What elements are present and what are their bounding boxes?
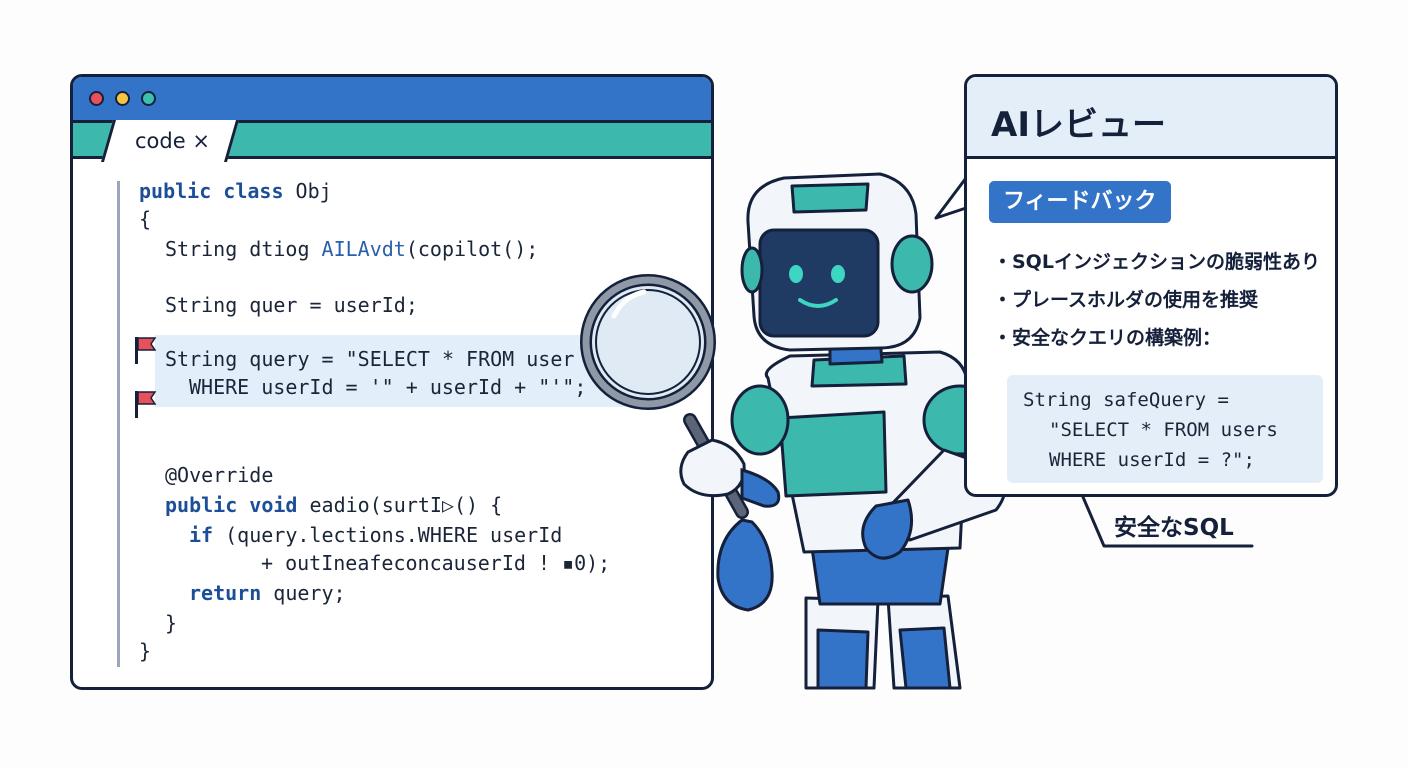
callout-line bbox=[1072, 474, 1254, 548]
feedback-badge: フィードバック bbox=[989, 181, 1171, 223]
code-line: return query; bbox=[189, 581, 346, 605]
safe-sql-callout: 安全なSQL bbox=[1114, 515, 1234, 541]
code-line: public void eadio(surtI▷() { bbox=[165, 493, 503, 517]
vulnerable-line-highlight bbox=[155, 335, 629, 407]
safe-code-line: WHERE userId = ?"; bbox=[1049, 449, 1255, 471]
close-dot-icon[interactable] bbox=[89, 91, 104, 106]
gutter-line bbox=[117, 181, 120, 667]
review-title: AIレビュー bbox=[991, 105, 1166, 145]
robot-left-arm bbox=[716, 518, 774, 612]
tab-label[interactable]: code × bbox=[135, 129, 210, 153]
safe-code-line: String safeQuery = bbox=[1023, 389, 1229, 411]
code-line: } bbox=[139, 639, 152, 663]
tab-bar bbox=[73, 120, 711, 162]
review-header: AIレビュー bbox=[967, 77, 1335, 159]
feedback-item: ・SQLインジェクションの脆弱性あり bbox=[993, 251, 1320, 273]
code-line: @Override bbox=[165, 463, 274, 487]
code-line-vulnerable: WHERE userId = '" + userId + "'"; bbox=[189, 375, 587, 399]
ai-review-panel: AIレビュー フィードバック ・SQLインジェクションの脆弱性あり ・プレースホ… bbox=[964, 74, 1338, 497]
code-line-vulnerable: String query = "SELECT * FROM user bbox=[165, 347, 575, 371]
code-line: { bbox=[139, 207, 152, 231]
minimize-dot-icon[interactable] bbox=[115, 91, 130, 106]
code-line: + outIneafeconcauserId ! ▪0); bbox=[261, 551, 611, 575]
flag-icon bbox=[135, 391, 157, 418]
robot-chest-panel bbox=[778, 410, 888, 498]
robot-face bbox=[789, 265, 845, 308]
safe-code-line: "SELECT * FROM users bbox=[1049, 419, 1278, 441]
code-line: if (query.lections.WHERE userId bbox=[189, 523, 563, 547]
robot-face-screen bbox=[758, 228, 880, 338]
magnifying-glass-icon bbox=[580, 274, 781, 519]
robot-ear bbox=[890, 234, 934, 294]
window-titlebar bbox=[73, 77, 711, 123]
maximize-dot-icon[interactable] bbox=[141, 91, 156, 106]
code-line: String dtiog AILAvdt(copilot(); bbox=[165, 237, 539, 261]
code-line: public class Obj bbox=[139, 179, 332, 203]
speech-pointer bbox=[934, 169, 974, 220]
feedback-item: ・プレースホルダの使用を推奨 bbox=[993, 289, 1259, 311]
code-line: } bbox=[165, 611, 178, 635]
feedback-item: ・安全なクエリの構築例： bbox=[993, 327, 1222, 349]
safe-query-box bbox=[1007, 375, 1323, 483]
flag-icon bbox=[135, 337, 157, 364]
code-line: String quer = userId; bbox=[165, 293, 418, 317]
robot-left-shoulder bbox=[730, 384, 790, 456]
